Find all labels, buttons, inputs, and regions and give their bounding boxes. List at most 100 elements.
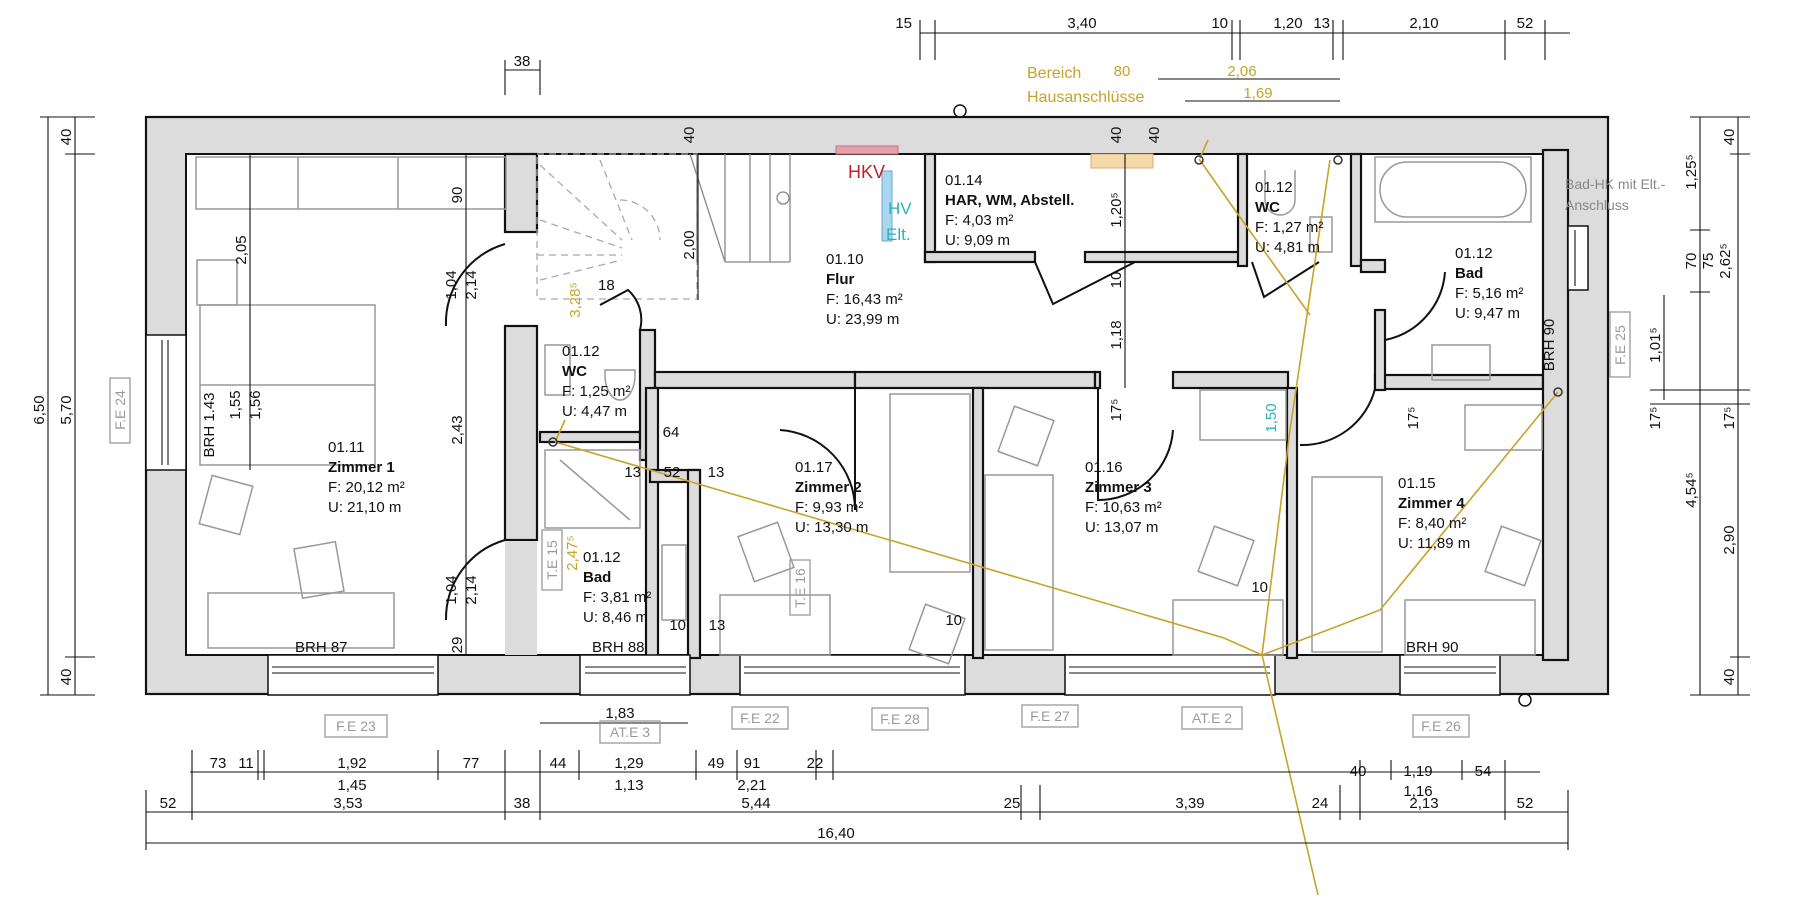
- svg-text:52: 52: [160, 795, 177, 812]
- svg-text:1,04: 1,04: [443, 270, 460, 299]
- svg-text:U: 11,89 m: U: 11,89 m: [1398, 535, 1470, 552]
- svg-text:Zimmer 4: Zimmer 4: [1398, 495, 1465, 512]
- room-flur: 01.10 Flur F: 16,43 m² U: 23,99 m: [826, 251, 903, 328]
- dimension-lines: [40, 20, 1750, 850]
- svg-text:90: 90: [449, 187, 466, 204]
- svg-text:BRH 90: BRH 90: [1541, 319, 1558, 372]
- svg-text:40: 40: [1721, 669, 1738, 686]
- room-zimmer-4: 01.15 Zimmer 4 F: 8,40 m² U: 11,89 m: [1398, 475, 1470, 552]
- svg-text:5,44: 5,44: [741, 795, 770, 812]
- svg-text:T.E 16: T.E 16: [792, 568, 808, 608]
- svg-text:17⁵: 17⁵: [1405, 407, 1422, 430]
- svg-text:13: 13: [1313, 15, 1330, 32]
- doors: [444, 243, 1446, 621]
- svg-text:11: 11: [238, 755, 254, 772]
- dims-right: 40 1,25⁵ 70 75 2,62⁵ 1,01⁵ 17⁵ 17⁵ 4,54⁵…: [1647, 129, 1738, 686]
- svg-text:52: 52: [1517, 795, 1534, 812]
- svg-text:10: 10: [669, 617, 686, 634]
- svg-text:BRH 87: BRH 87: [295, 639, 348, 656]
- svg-text:10: 10: [945, 612, 962, 629]
- svg-text:1,45: 1,45: [337, 777, 366, 794]
- svg-text:80: 80: [1114, 63, 1131, 80]
- svg-text:22: 22: [807, 755, 824, 772]
- room-zimmer-2: 01.17 Zimmer 2 F: 9,93 m² U: 13,30 m: [795, 459, 868, 536]
- svg-text:01.10: 01.10: [826, 251, 864, 268]
- svg-text:52: 52: [1517, 15, 1534, 32]
- svg-text:1,83: 1,83: [605, 705, 634, 722]
- svg-text:40: 40: [58, 669, 75, 686]
- svg-text:1,19: 1,19: [1403, 763, 1432, 780]
- svg-text:29: 29: [449, 637, 466, 654]
- svg-text:U: 8,46 m: U: 8,46 m: [583, 609, 648, 626]
- svg-text:Zimmer 2: Zimmer 2: [795, 479, 862, 496]
- svg-text:U: 4,47 m: U: 4,47 m: [562, 403, 627, 420]
- svg-text:U: 21,10 m: U: 21,10 m: [328, 499, 401, 516]
- svg-text:2,06: 2,06: [1227, 63, 1256, 80]
- svg-text:2,05: 2,05: [233, 235, 250, 264]
- svg-text:3,28⁵: 3,28⁵: [567, 282, 584, 317]
- svg-text:Zimmer 3: Zimmer 3: [1085, 479, 1152, 496]
- svg-text:2,43: 2,43: [449, 415, 466, 444]
- svg-text:BRH 88: BRH 88: [592, 639, 645, 656]
- svg-text:6,50: 6,50: [31, 395, 48, 424]
- svg-text:73: 73: [210, 755, 227, 772]
- svg-text:1,18: 1,18: [1108, 320, 1125, 349]
- special-fixtures: [835, 104, 1532, 707]
- bad-hk-label: Bad-HK mit Elt.-: [1565, 176, 1666, 192]
- window-tags: F.E 24 F.E 23 AT.E 3 F.E 22 F.E 28 F.E 2…: [109, 311, 1631, 744]
- svg-text:64: 64: [663, 424, 680, 441]
- svg-text:U: 13,30 m: U: 13,30 m: [795, 519, 868, 536]
- svg-text:01.12: 01.12: [562, 343, 600, 360]
- dims-top: 15 3,40 10 1,20 13 2,10 52 38 80 2,06 1,…: [514, 15, 1534, 102]
- anschluss-label: Anschluss: [1565, 197, 1629, 213]
- hkv-label: HKV: [848, 162, 885, 182]
- svg-text:F.E 22: F.E 22: [740, 710, 780, 726]
- svg-text:1,29: 1,29: [614, 755, 643, 772]
- bereich-label: Bereich: [1027, 65, 1081, 82]
- svg-text:54: 54: [1475, 763, 1492, 780]
- svg-text:3,40: 3,40: [1067, 15, 1096, 32]
- svg-text:52: 52: [664, 464, 681, 481]
- hv-label: HV: [888, 199, 912, 218]
- svg-text:1,56: 1,56: [247, 390, 264, 419]
- svg-text:Zimmer 1: Zimmer 1: [328, 459, 395, 476]
- svg-text:U: 4,81 m: U: 4,81 m: [1255, 239, 1320, 256]
- svg-text:17⁵: 17⁵: [1721, 407, 1738, 430]
- room-zimmer-1: 01.11 Zimmer 1 F: 20,12 m² U: 21,10 m: [328, 439, 405, 516]
- dims-bottom: 73 11 1,92 77 44 1,29 49 91 22 40 1,19 5…: [160, 705, 1534, 842]
- svg-text:T.E 15: T.E 15: [544, 540, 560, 580]
- svg-text:40: 40: [1108, 127, 1125, 144]
- svg-text:F: 3,81 m²: F: 3,81 m²: [583, 589, 651, 606]
- svg-text:1,20: 1,20: [1273, 15, 1302, 32]
- dims-interior: 90 2,05 1,04 2,14 2,43 1,55 1,56 1,04 2,…: [227, 127, 1422, 654]
- svg-text:13: 13: [624, 464, 641, 481]
- svg-text:F: 1,25 m²: F: 1,25 m²: [562, 383, 630, 400]
- svg-text:3,53: 3,53: [333, 795, 362, 812]
- svg-text:17⁵: 17⁵: [1647, 407, 1664, 430]
- svg-text:16,40: 16,40: [817, 825, 855, 842]
- svg-text:3,39: 3,39: [1175, 795, 1204, 812]
- svg-text:F: 5,16 m²: F: 5,16 m²: [1455, 285, 1523, 302]
- svg-text:40: 40: [681, 127, 698, 144]
- svg-text:BRH 1.43: BRH 1.43: [201, 392, 218, 457]
- svg-text:1,92: 1,92: [337, 755, 366, 772]
- svg-text:1,25⁵: 1,25⁵: [1683, 154, 1700, 189]
- svg-text:01.12: 01.12: [1455, 245, 1493, 262]
- svg-text:F.E 26: F.E 26: [1421, 718, 1461, 734]
- svg-text:01.12: 01.12: [1255, 179, 1293, 196]
- svg-text:Bad: Bad: [1455, 265, 1483, 282]
- room-zimmer-3: 01.16 Zimmer 3 F: 10,63 m² U: 13,07 m: [1085, 459, 1162, 536]
- svg-text:18: 18: [598, 277, 615, 294]
- room-wc-left: 01.12 WC F: 1,25 m² U: 4,47 m: [562, 343, 630, 420]
- svg-text:77: 77: [463, 755, 480, 772]
- svg-text:01.15: 01.15: [1398, 475, 1436, 492]
- svg-text:40: 40: [1146, 127, 1163, 144]
- svg-text:25: 25: [1004, 795, 1021, 812]
- svg-text:10: 10: [1251, 579, 1268, 596]
- staircase: [536, 153, 791, 300]
- svg-text:U: 9,47 m: U: 9,47 m: [1455, 305, 1520, 322]
- svg-text:1,01⁵: 1,01⁵: [1647, 327, 1664, 362]
- svg-text:Flur: Flur: [826, 271, 854, 288]
- svg-text:2,13: 2,13: [1409, 795, 1438, 812]
- svg-text:15: 15: [895, 15, 912, 32]
